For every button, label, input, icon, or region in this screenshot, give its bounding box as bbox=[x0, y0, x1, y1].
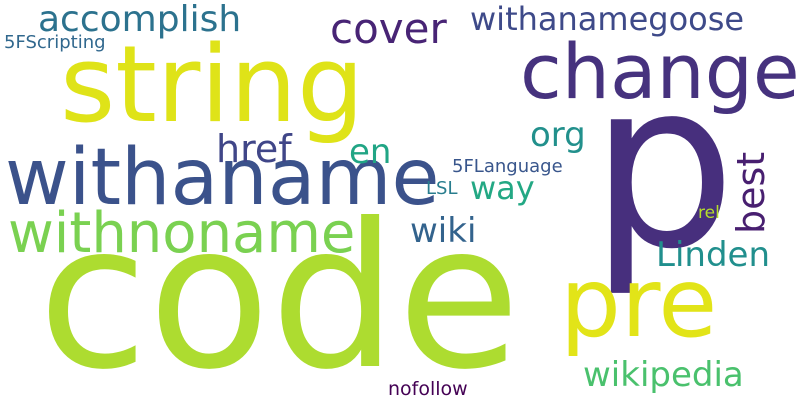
word-string: string bbox=[60, 23, 365, 146]
word-wiki: wiki bbox=[410, 211, 477, 251]
word-cover: cover bbox=[330, 4, 447, 53]
word-accomplish: accomplish bbox=[38, 0, 242, 40]
word-rel: rel bbox=[698, 203, 720, 223]
word-linden: Linden bbox=[656, 235, 770, 275]
word-change: change bbox=[520, 27, 800, 116]
word-withaname: withaname bbox=[5, 133, 440, 223]
word-nofollow: nofollow bbox=[388, 378, 468, 400]
word-org: org bbox=[530, 115, 586, 155]
word-wikipedia: wikipedia bbox=[583, 355, 744, 395]
word-href: href bbox=[216, 127, 292, 171]
word-pre: pre bbox=[560, 247, 718, 359]
word-code: code bbox=[38, 181, 521, 400]
word-p: p bbox=[590, 33, 736, 300]
word-best: best bbox=[729, 151, 773, 234]
word-way: way bbox=[470, 169, 535, 207]
word-withnoname: withnoname bbox=[8, 201, 356, 266]
word-lsl: LSL bbox=[426, 178, 458, 199]
word-withanamegoose: withanamegoose bbox=[470, 0, 745, 38]
word-5flanguage: 5FLanguage bbox=[452, 156, 563, 177]
word-en: en bbox=[349, 132, 392, 172]
word-5fscripting: 5FScripting bbox=[4, 32, 106, 53]
